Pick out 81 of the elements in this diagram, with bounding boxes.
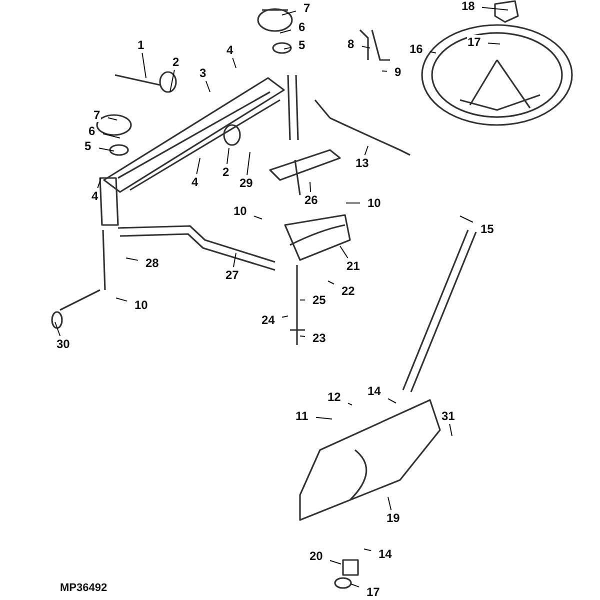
callout-number: 1 — [136, 38, 146, 52]
leader-line — [54, 322, 61, 336]
callout-number: 4 — [190, 175, 200, 189]
leader-line — [232, 252, 236, 268]
callout-number: 10 — [366, 196, 382, 210]
callout-number: 6 — [298, 20, 306, 34]
callout-number: 17 — [466, 35, 482, 49]
leader-line — [430, 51, 436, 54]
leader-line — [284, 46, 292, 50]
callout-number: 19 — [386, 511, 401, 525]
leader-line — [388, 496, 392, 510]
callout-number: 15 — [480, 222, 495, 236]
leader-line — [449, 424, 452, 436]
callout-number: 29 — [238, 176, 254, 190]
leader-line — [102, 133, 120, 138]
leader-line — [350, 584, 360, 588]
callout-number: 9 — [394, 65, 402, 79]
leader-line — [142, 52, 146, 78]
callout-number: 14 — [366, 384, 382, 398]
callout-number: 3 — [198, 66, 208, 80]
callout-number: 12 — [326, 390, 342, 404]
callout-number: 27 — [224, 268, 240, 282]
leader-line — [364, 548, 372, 552]
leader-line — [170, 70, 175, 92]
callout-number: 18 — [460, 0, 476, 13]
leader-line — [488, 42, 500, 44]
leader-line — [205, 80, 210, 92]
leader-line — [340, 246, 348, 258]
leader-line — [226, 148, 230, 164]
leader-line — [362, 46, 370, 48]
leader-line — [460, 216, 474, 223]
leader-line — [328, 280, 334, 284]
leader-line — [388, 398, 396, 404]
leader-line — [348, 402, 352, 406]
leader-line — [316, 416, 332, 420]
leader-line — [98, 148, 114, 152]
callout-number: 10 — [232, 204, 248, 218]
callout-number: 7 — [92, 108, 102, 122]
callout-number: 4 — [226, 43, 234, 57]
callout-number: 11 — [294, 409, 310, 423]
callout-number: 6 — [88, 124, 96, 138]
drawing-number: MP36492 — [60, 582, 108, 594]
leader-line — [108, 117, 118, 120]
leader-line — [97, 178, 102, 188]
callout-number: 10 — [134, 298, 149, 312]
callout-number: 5 — [298, 38, 306, 52]
callout-number: 30 — [56, 337, 71, 351]
callout-number: 17 — [366, 585, 381, 599]
leader-line — [330, 560, 342, 564]
callout-number: 20 — [308, 549, 324, 563]
callout-number: 4 — [90, 189, 100, 203]
callout-number: 28 — [144, 256, 160, 270]
callout-number: 8 — [346, 37, 356, 51]
leader-line — [126, 258, 138, 261]
leader-line — [382, 70, 388, 72]
callout-number: 31 — [440, 409, 456, 423]
leader-line — [116, 298, 128, 302]
leader-line — [282, 10, 296, 16]
leader-line — [280, 30, 292, 34]
callout-number: 2 — [172, 55, 180, 69]
leader-line — [232, 58, 236, 68]
callout-number: 26 — [304, 193, 319, 207]
callout-number: 14 — [378, 547, 393, 561]
leader-line — [246, 152, 250, 176]
leader-line — [364, 146, 368, 156]
callout-number: 21 — [346, 259, 361, 273]
callout-number: 2 — [222, 165, 230, 179]
callout-number: 23 — [312, 331, 327, 345]
leader-line — [300, 336, 306, 338]
callout-number: 25 — [312, 293, 327, 307]
callout-number: 7 — [302, 1, 312, 15]
leader-line — [254, 216, 262, 220]
leader-line — [310, 182, 312, 192]
leader-line — [346, 202, 360, 204]
callout-number: 13 — [354, 156, 370, 170]
leader-line — [282, 316, 288, 318]
callout-number: 16 — [408, 42, 424, 56]
callout-number: 24 — [260, 313, 276, 327]
leader-line — [196, 158, 200, 174]
callout-number: 5 — [84, 139, 92, 153]
callout-number: 22 — [340, 284, 356, 298]
